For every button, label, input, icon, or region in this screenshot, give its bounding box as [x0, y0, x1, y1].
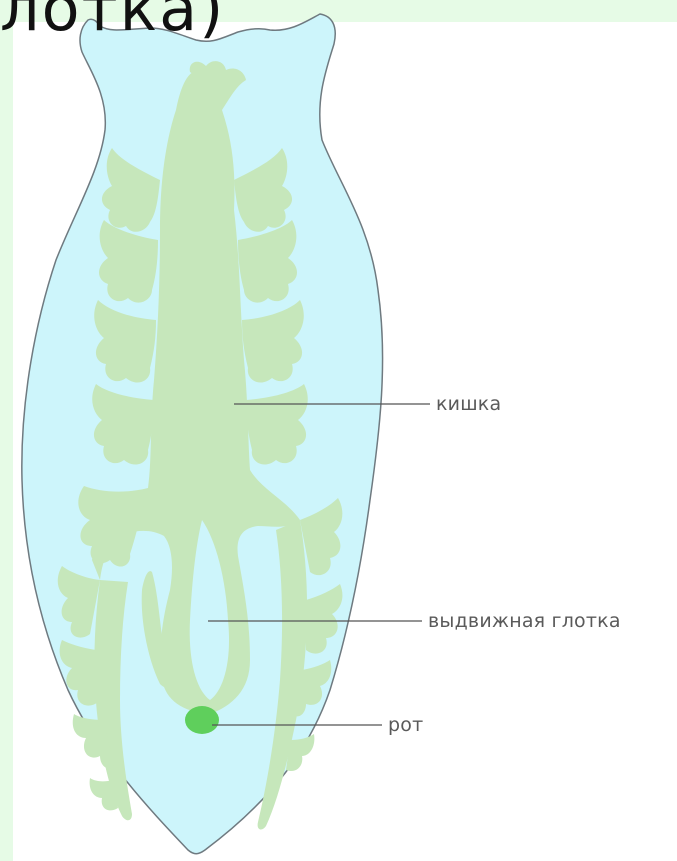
slide-heading-fragment: лотка)	[0, 0, 225, 40]
mouth	[185, 706, 219, 734]
label-pharynx: выдвижная глотка	[428, 610, 621, 632]
label-intestine: кишка	[436, 393, 501, 415]
label-mouth: рот	[388, 714, 423, 736]
slide-frame-left	[0, 0, 13, 861]
